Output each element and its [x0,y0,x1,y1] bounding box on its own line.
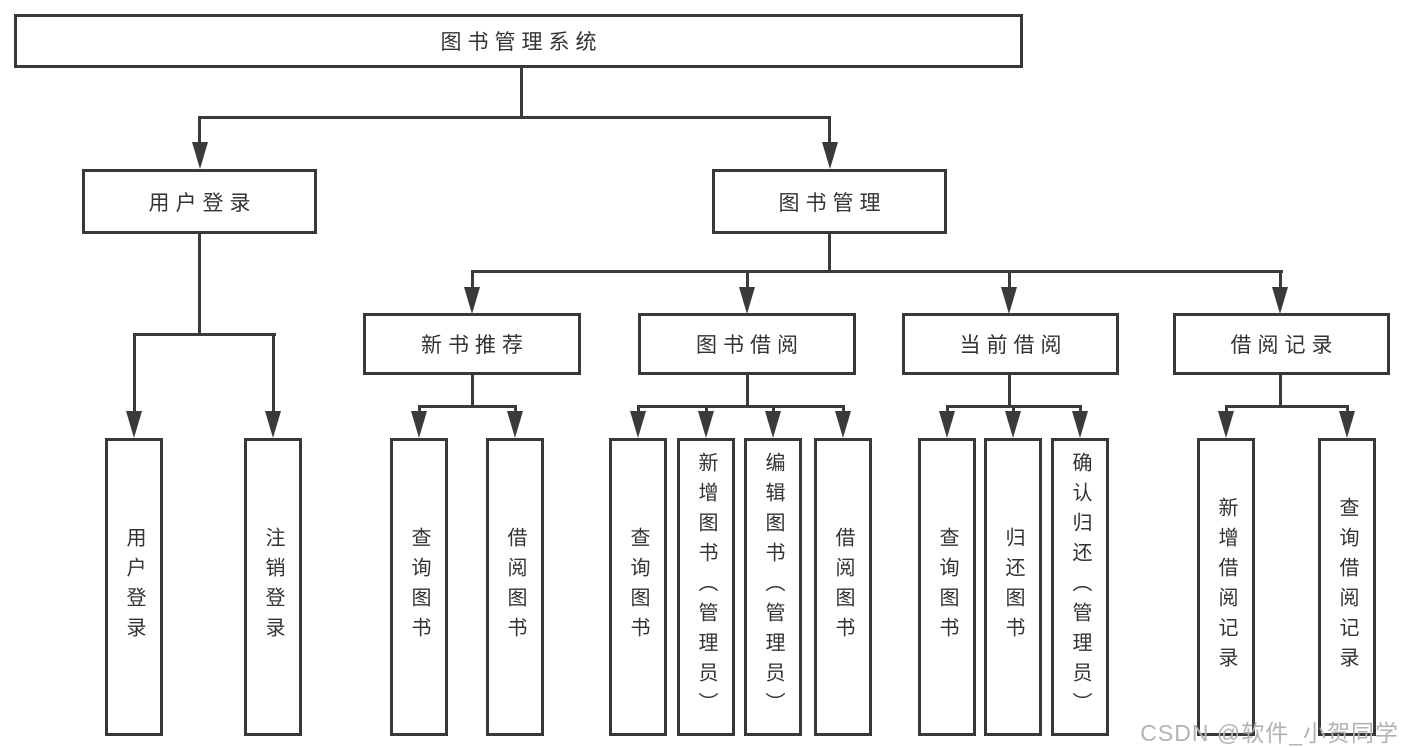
connector-vline [520,67,523,118]
node-label: 查询图书 [408,527,430,647]
arrowhead-down-icon [739,287,755,314]
node-label: 查询图书 [936,527,958,647]
connector-vline [1008,375,1011,407]
node-add-books-admin: 新增图书（管理员） [677,438,735,736]
node-label: 确认归还（管理员） [1069,452,1091,722]
arrowhead-down-icon [1339,411,1355,438]
node-query-borrow-record: 查询借阅记录 [1318,438,1376,736]
node-label: 图书管理 [778,191,887,215]
node-label: 用户登录 [148,191,257,215]
connector-hline [418,405,517,408]
connector-vline [746,270,749,291]
node-label: 图书借阅 [696,334,804,357]
node-label: 归还图书 [1002,527,1024,647]
connector-vline [1079,405,1082,414]
node-current-borrowing: 当前借阅 [902,313,1119,375]
node-library-management-system: 图书管理系统 [14,14,1023,68]
arrowhead-down-icon [630,411,646,438]
arrowhead-down-icon [1072,411,1088,438]
arrowhead-down-icon [1218,411,1234,438]
node-edit-books-admin: 编辑图书（管理员） [744,438,802,736]
arrowhead-down-icon [1005,411,1021,438]
node-label: 借阅记录 [1230,334,1339,357]
node-query-books-current: 查询图书 [918,438,976,736]
node-borrow-books: 借阅图书 [814,438,872,736]
node-label: 查询图书 [627,527,649,647]
node-label: 借阅图书 [504,527,526,647]
arrowhead-down-icon [939,411,955,438]
arrowhead-down-icon [1272,287,1288,314]
arrowhead-down-icon [265,411,281,438]
arrowhead-down-icon [765,411,781,438]
node-user-login: 用户登录 [82,169,317,234]
arrowhead-down-icon [192,142,208,169]
node-confirm-return-admin: 确认归还（管理员） [1051,438,1109,736]
connector-hline [1225,405,1349,408]
connector-hline [133,333,276,336]
connector-vline [471,270,474,291]
node-label: 新增图书（管理员） [695,452,717,722]
connector-vline [1279,270,1282,291]
arrowhead-down-icon [126,411,142,438]
arrowhead-down-icon [411,411,427,438]
node-borrow-books-recommend: 借阅图书 [486,438,544,736]
arrowhead-down-icon [822,142,838,169]
connector-vline [1008,270,1011,291]
node-new-book-recommend: 新书推荐 [363,313,581,375]
node-book-borrowing: 图书借阅 [638,313,856,375]
arrowhead-down-icon [835,411,851,438]
connector-vline [828,234,831,273]
node-label: 图书管理系统 [440,31,603,54]
arrowhead-down-icon [698,411,714,438]
node-label: 新增借阅记录 [1215,497,1237,677]
connector-hline [637,405,845,408]
connector-vline [1012,405,1015,414]
node-borrowing-records: 借阅记录 [1173,313,1390,375]
connector-vline [1225,405,1228,414]
node-label: 当前借阅 [959,334,1068,357]
connector-hline [471,270,1283,273]
node-query-books-recommend: 查询图书 [390,438,448,736]
arrowhead-down-icon [507,411,523,438]
node-logout: 注销登录 [244,438,302,736]
connector-hline [198,116,831,119]
connector-vline [198,234,201,335]
connector-vline [514,405,517,414]
node-login: 用户登录 [105,438,163,736]
connector-vline [1346,405,1349,414]
connector-vline [471,375,474,407]
node-label: 查询借阅记录 [1336,497,1358,677]
connector-vline [133,333,136,413]
node-query-books-borrowing: 查询图书 [609,438,667,736]
connector-vline [946,405,949,414]
connector-vline [637,405,640,414]
connector-vline [272,333,275,413]
node-label: 用户登录 [123,527,145,647]
node-label: 新书推荐 [421,334,529,357]
connector-vline [1279,375,1282,407]
connector-vline [746,375,749,407]
node-add-borrow-record: 新增借阅记录 [1197,438,1255,736]
node-label: 编辑图书（管理员） [762,452,784,722]
node-return-books: 归还图书 [984,438,1042,736]
node-label: 借阅图书 [832,527,854,647]
node-book-management: 图书管理 [712,169,947,234]
connector-vline [198,116,201,144]
arrowhead-down-icon [464,287,480,314]
arrowhead-down-icon [1001,287,1017,314]
connector-vline [842,405,845,414]
node-label: 注销登录 [262,527,284,647]
connector-vline [828,116,831,144]
watermark-text: CSDN @软件_小贺同学 [1140,720,1399,746]
connector-vline [772,405,775,414]
connector-vline [418,405,421,414]
connector-vline [705,405,708,414]
